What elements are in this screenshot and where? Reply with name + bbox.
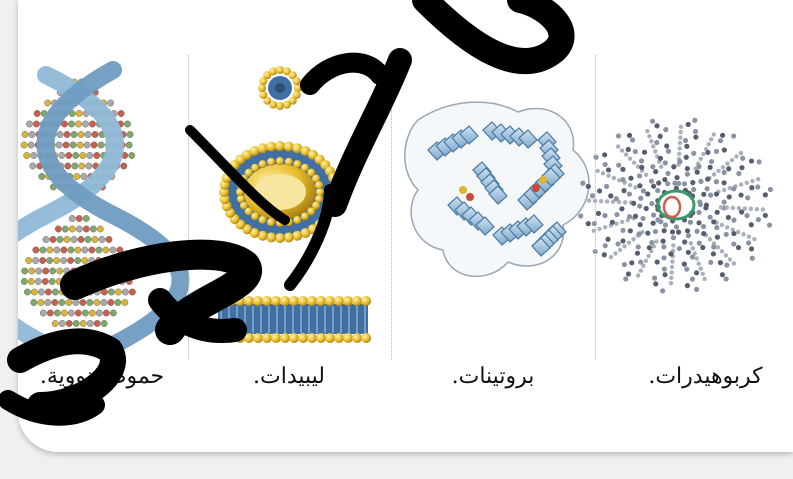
label-nucleic-acids: حموض نووية. [18, 364, 192, 389]
column-divider [595, 55, 596, 360]
label-carbohydrates: كربوهيدرات. [618, 364, 793, 389]
column-divider [391, 55, 392, 360]
label-lipids: ليبيدات. [194, 364, 384, 389]
lipid-micelle-icon [258, 66, 302, 110]
illustration-panel: كربوهيدرات. بروتينات. ليبيدات. حموض نووي… [18, 0, 793, 452]
protein-ribbon-icon [405, 102, 589, 276]
lipid-bilayer-icon [217, 296, 371, 343]
label-proteins: بروتينات. [398, 364, 588, 389]
column-divider [188, 55, 189, 360]
lipid-liposome-icon [219, 141, 341, 243]
glycogen-branched-icon [578, 118, 773, 294]
dna-double-helix-icon [18, 70, 181, 345]
